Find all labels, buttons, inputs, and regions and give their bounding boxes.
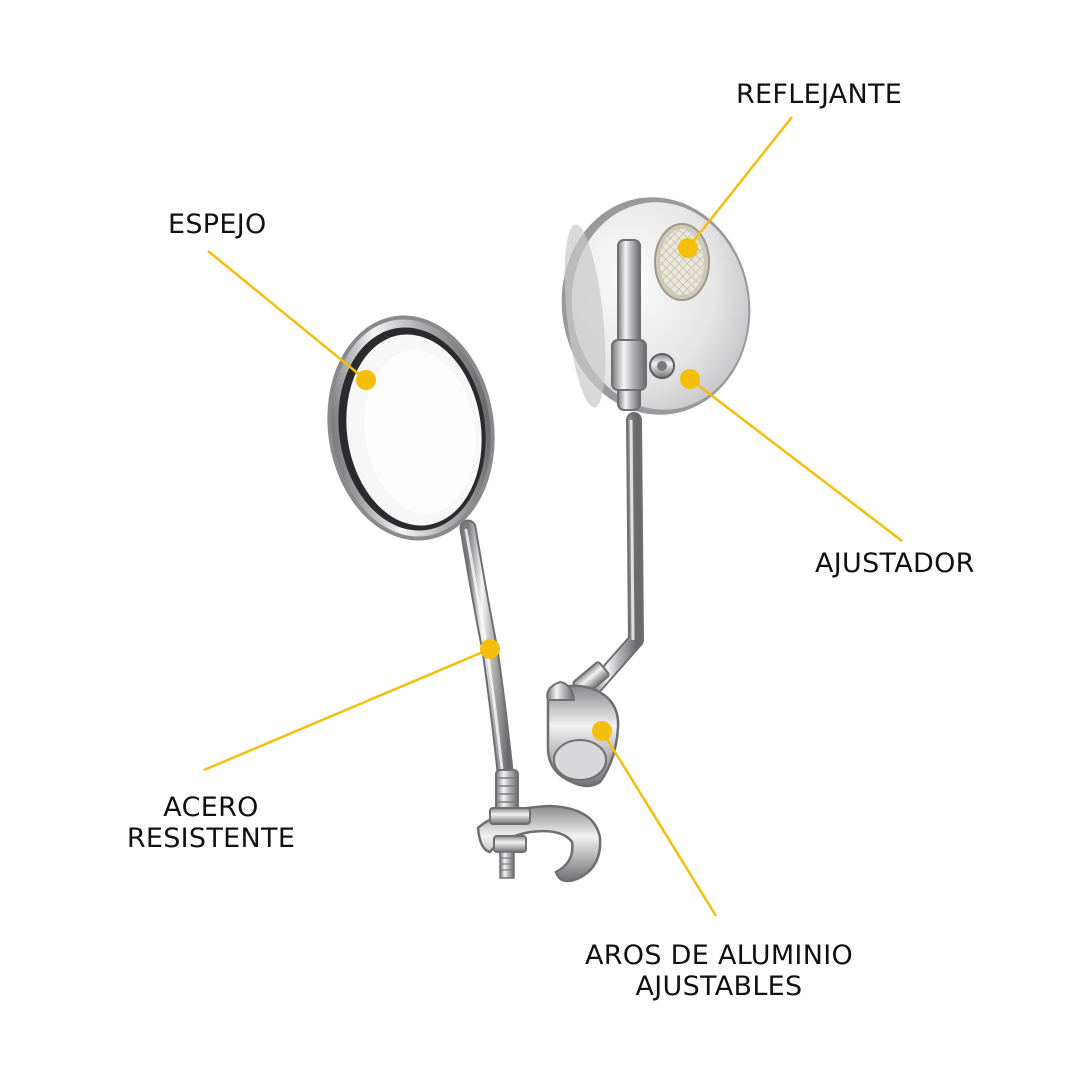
espejo-dot bbox=[356, 370, 376, 390]
label-espejo: ESPEJO bbox=[168, 209, 267, 240]
ajustador-dot bbox=[680, 369, 700, 389]
espejo-leader-line bbox=[207, 250, 367, 381]
label-aros-line2: AJUSTABLES bbox=[635, 971, 803, 1002]
label-espejo-text: ESPEJO bbox=[168, 209, 267, 240]
label-acero-resistente: ACERO RESISTENTE bbox=[122, 792, 300, 854]
aros-dot bbox=[592, 721, 612, 741]
acero-leader-line bbox=[203, 647, 491, 772]
label-reflejante: REFLEJANTE bbox=[736, 79, 902, 110]
label-aros-ajustables: AROS DE ALUMINIO AJUSTABLES bbox=[578, 940, 860, 1002]
ajustador-leader-line bbox=[689, 378, 903, 542]
label-aros-line1: AROS DE ALUMINIO bbox=[584, 940, 854, 971]
label-acero-line2: RESISTENTE bbox=[126, 823, 296, 854]
reflejante-leader-line bbox=[687, 116, 793, 249]
label-ajustador: AJUSTADOR bbox=[815, 548, 975, 579]
label-acero-line1: ACERO bbox=[163, 792, 259, 823]
left-mirror bbox=[327, 315, 602, 883]
acero-dot bbox=[480, 639, 500, 659]
right-mirror bbox=[546, 197, 751, 788]
aros-leader-line bbox=[600, 730, 718, 917]
callout-leaders bbox=[203, 116, 903, 917]
label-reflejante-text: REFLEJANTE bbox=[736, 79, 903, 110]
reflejante-dot bbox=[678, 238, 698, 258]
label-ajustador-text: AJUSTADOR bbox=[815, 548, 975, 579]
